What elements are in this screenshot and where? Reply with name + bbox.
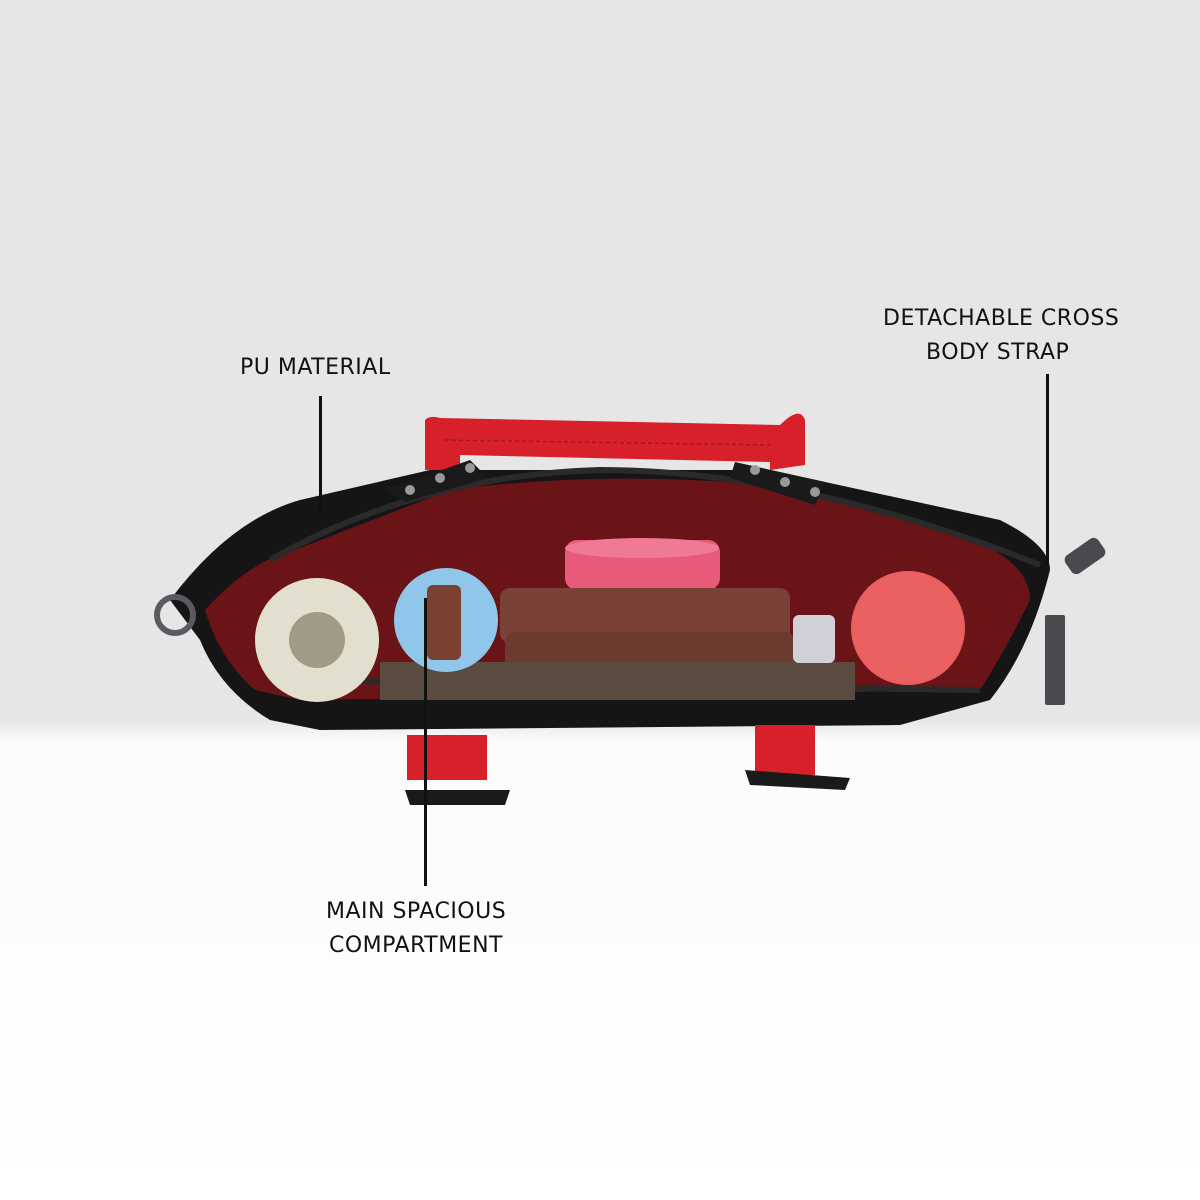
pointer-line-compartment [424, 598, 427, 886]
bag-contents [255, 538, 965, 702]
label-strap-line1: DETACHABLE CROSS [883, 306, 1120, 331]
handle-top [425, 413, 805, 470]
side-ring [154, 594, 196, 636]
label-strap-line2: BODY STRAP [926, 340, 1070, 365]
handle-bottom [405, 725, 850, 805]
pointer-line-pu-material [319, 396, 322, 514]
label-compartment-line1: MAIN SPACIOUS [326, 899, 507, 924]
label-compartment-line2: COMPARTMENT [329, 933, 503, 958]
studded-tab-right-top [730, 462, 825, 505]
label-pu-material: PU MATERIAL [240, 355, 391, 380]
studded-tab-left-top [385, 460, 488, 502]
pointer-line-strap [1046, 374, 1049, 566]
zipper-pull [1045, 537, 1106, 705]
